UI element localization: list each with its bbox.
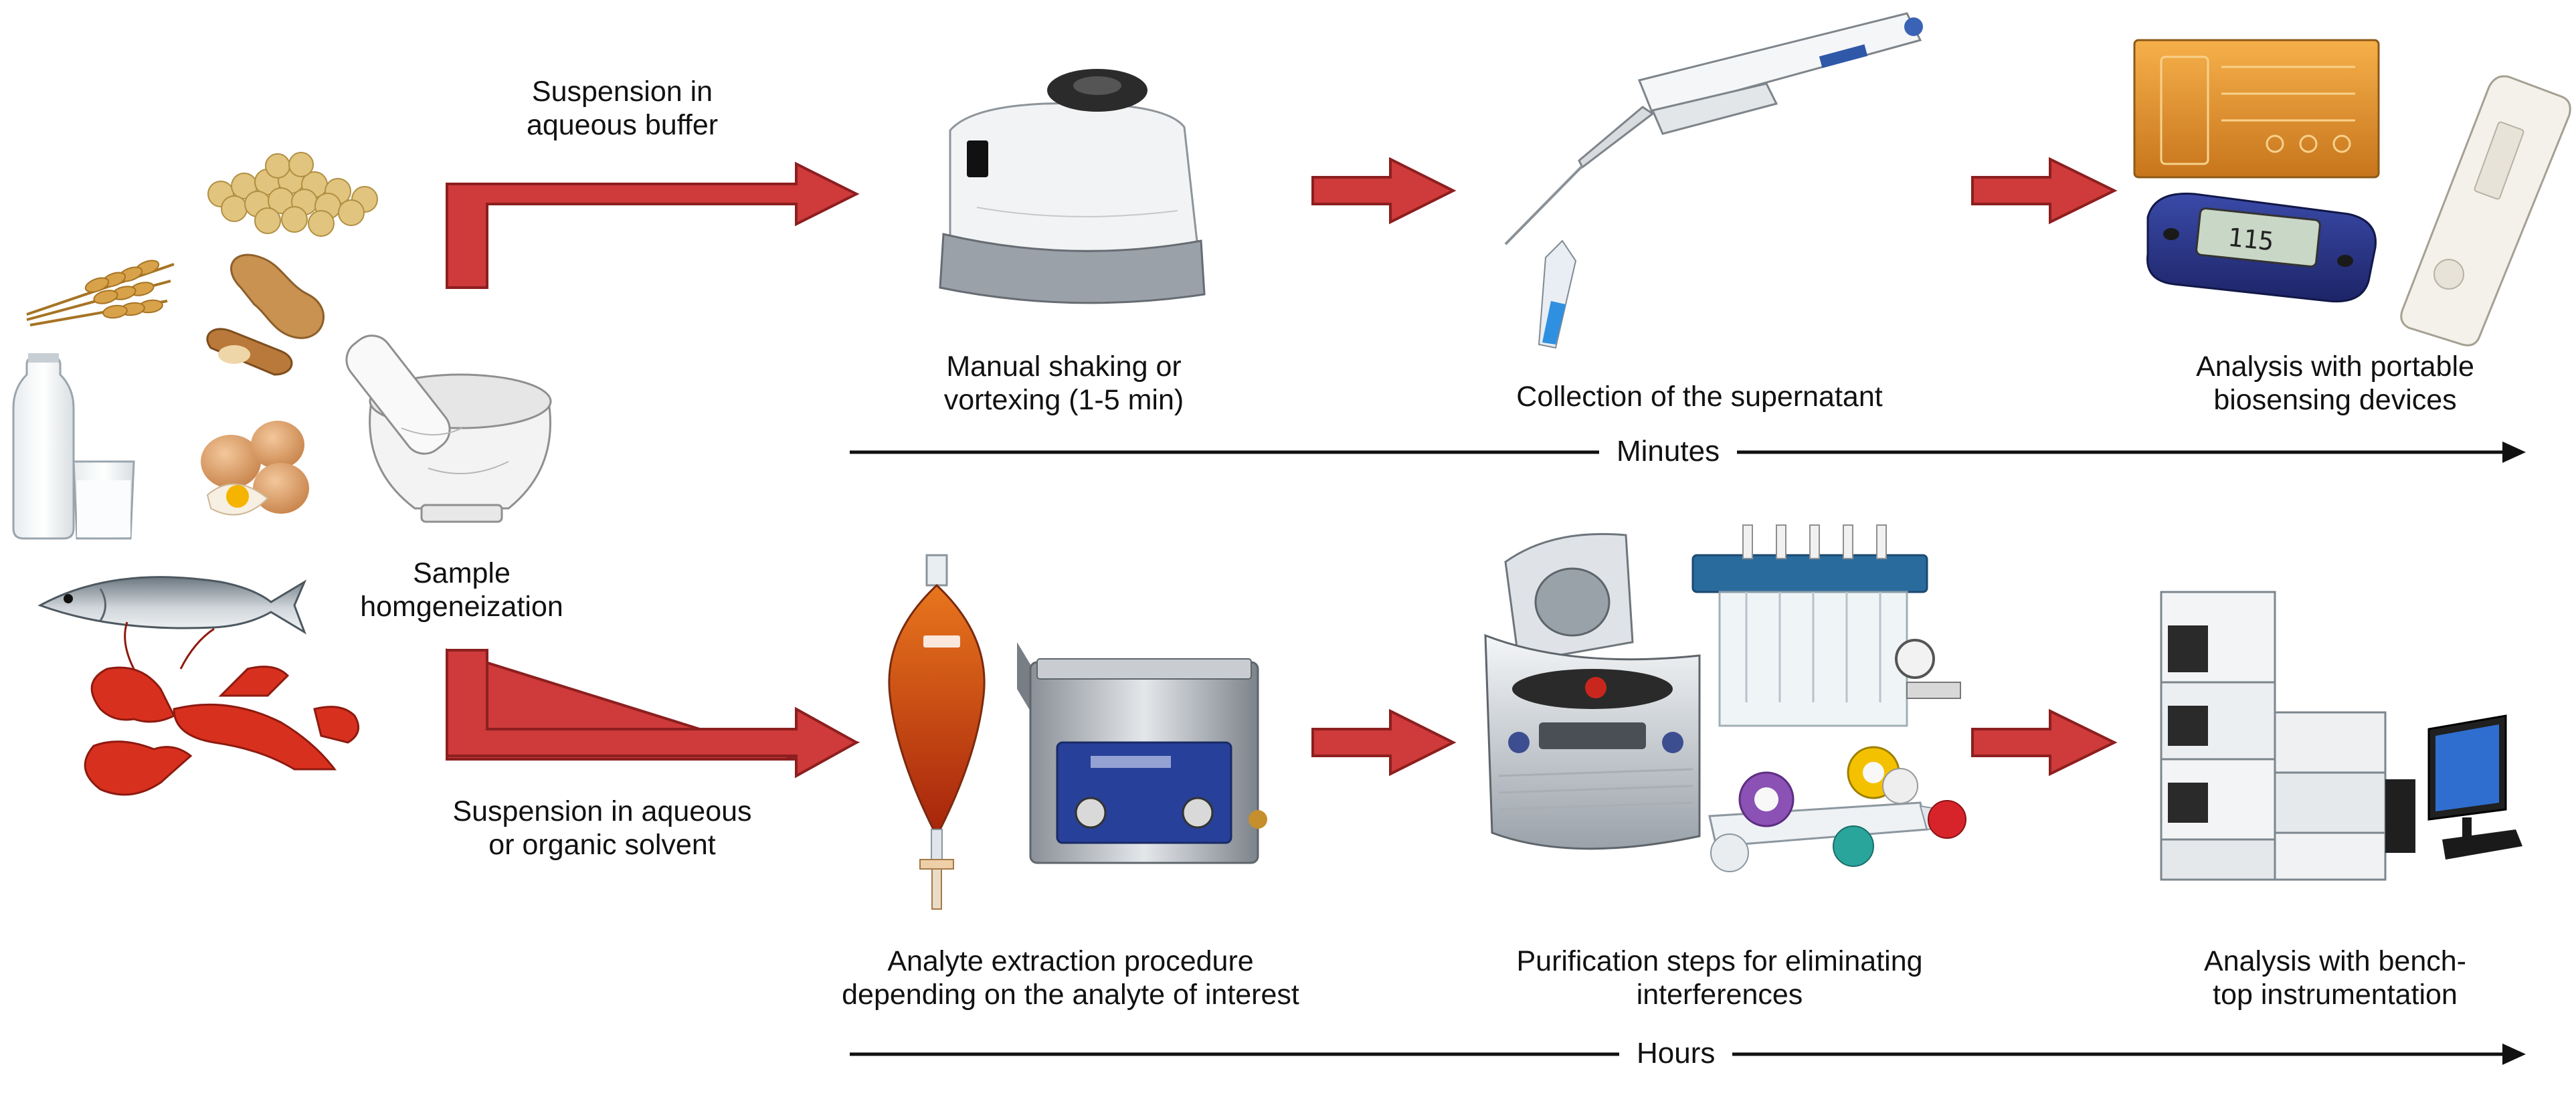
eggs-icon bbox=[201, 421, 309, 516]
arrow-extraction-to-purification bbox=[1311, 708, 1457, 777]
milk-icon bbox=[12, 353, 135, 540]
split-arrow-top bbox=[446, 161, 860, 289]
svg-text:115: 115 bbox=[2227, 222, 2276, 256]
separatory-funnel-icon bbox=[888, 554, 986, 910]
vortex-mixer-icon bbox=[939, 69, 1206, 304]
syringe-filters-icon bbox=[1708, 746, 1966, 872]
spe-manifold-icon bbox=[1691, 524, 1961, 727]
arrows bbox=[446, 157, 2118, 779]
label-collection-supernatant: Collection of the supernatant bbox=[1516, 381, 1883, 413]
peanut-icon bbox=[206, 254, 325, 376]
soybeans-icon bbox=[207, 152, 378, 237]
timeline-label-minutes: Minutes bbox=[1599, 435, 1738, 468]
fish-icon bbox=[37, 576, 307, 635]
wheat-icon bbox=[26, 260, 175, 326]
ultrasonic-bath-icon bbox=[1017, 642, 1267, 864]
hplc-system-icon bbox=[2160, 591, 2522, 881]
timeline-label-hours: Hours bbox=[1619, 1037, 1733, 1070]
arrow-shaking-to-collection bbox=[1311, 157, 1457, 225]
lobster-icon bbox=[84, 621, 360, 796]
glucometer-icon: 115 bbox=[2146, 192, 2377, 303]
lateral-flow-test-icon bbox=[2400, 75, 2571, 346]
biosensor-chip-icon bbox=[2133, 39, 2380, 179]
arrow-purification-to-benchtop bbox=[1971, 708, 2118, 777]
arrow-collection-to-portable bbox=[1971, 157, 2118, 225]
split-arrow-bottom-body bbox=[446, 649, 860, 779]
mortar-pestle-icon bbox=[345, 334, 552, 523]
centrifuge-icon bbox=[1484, 532, 1701, 850]
label-analysis-benchtop: Analysis with bench-top instrumentation bbox=[2204, 945, 2466, 1011]
micropipette-icon bbox=[1504, 12, 1923, 349]
